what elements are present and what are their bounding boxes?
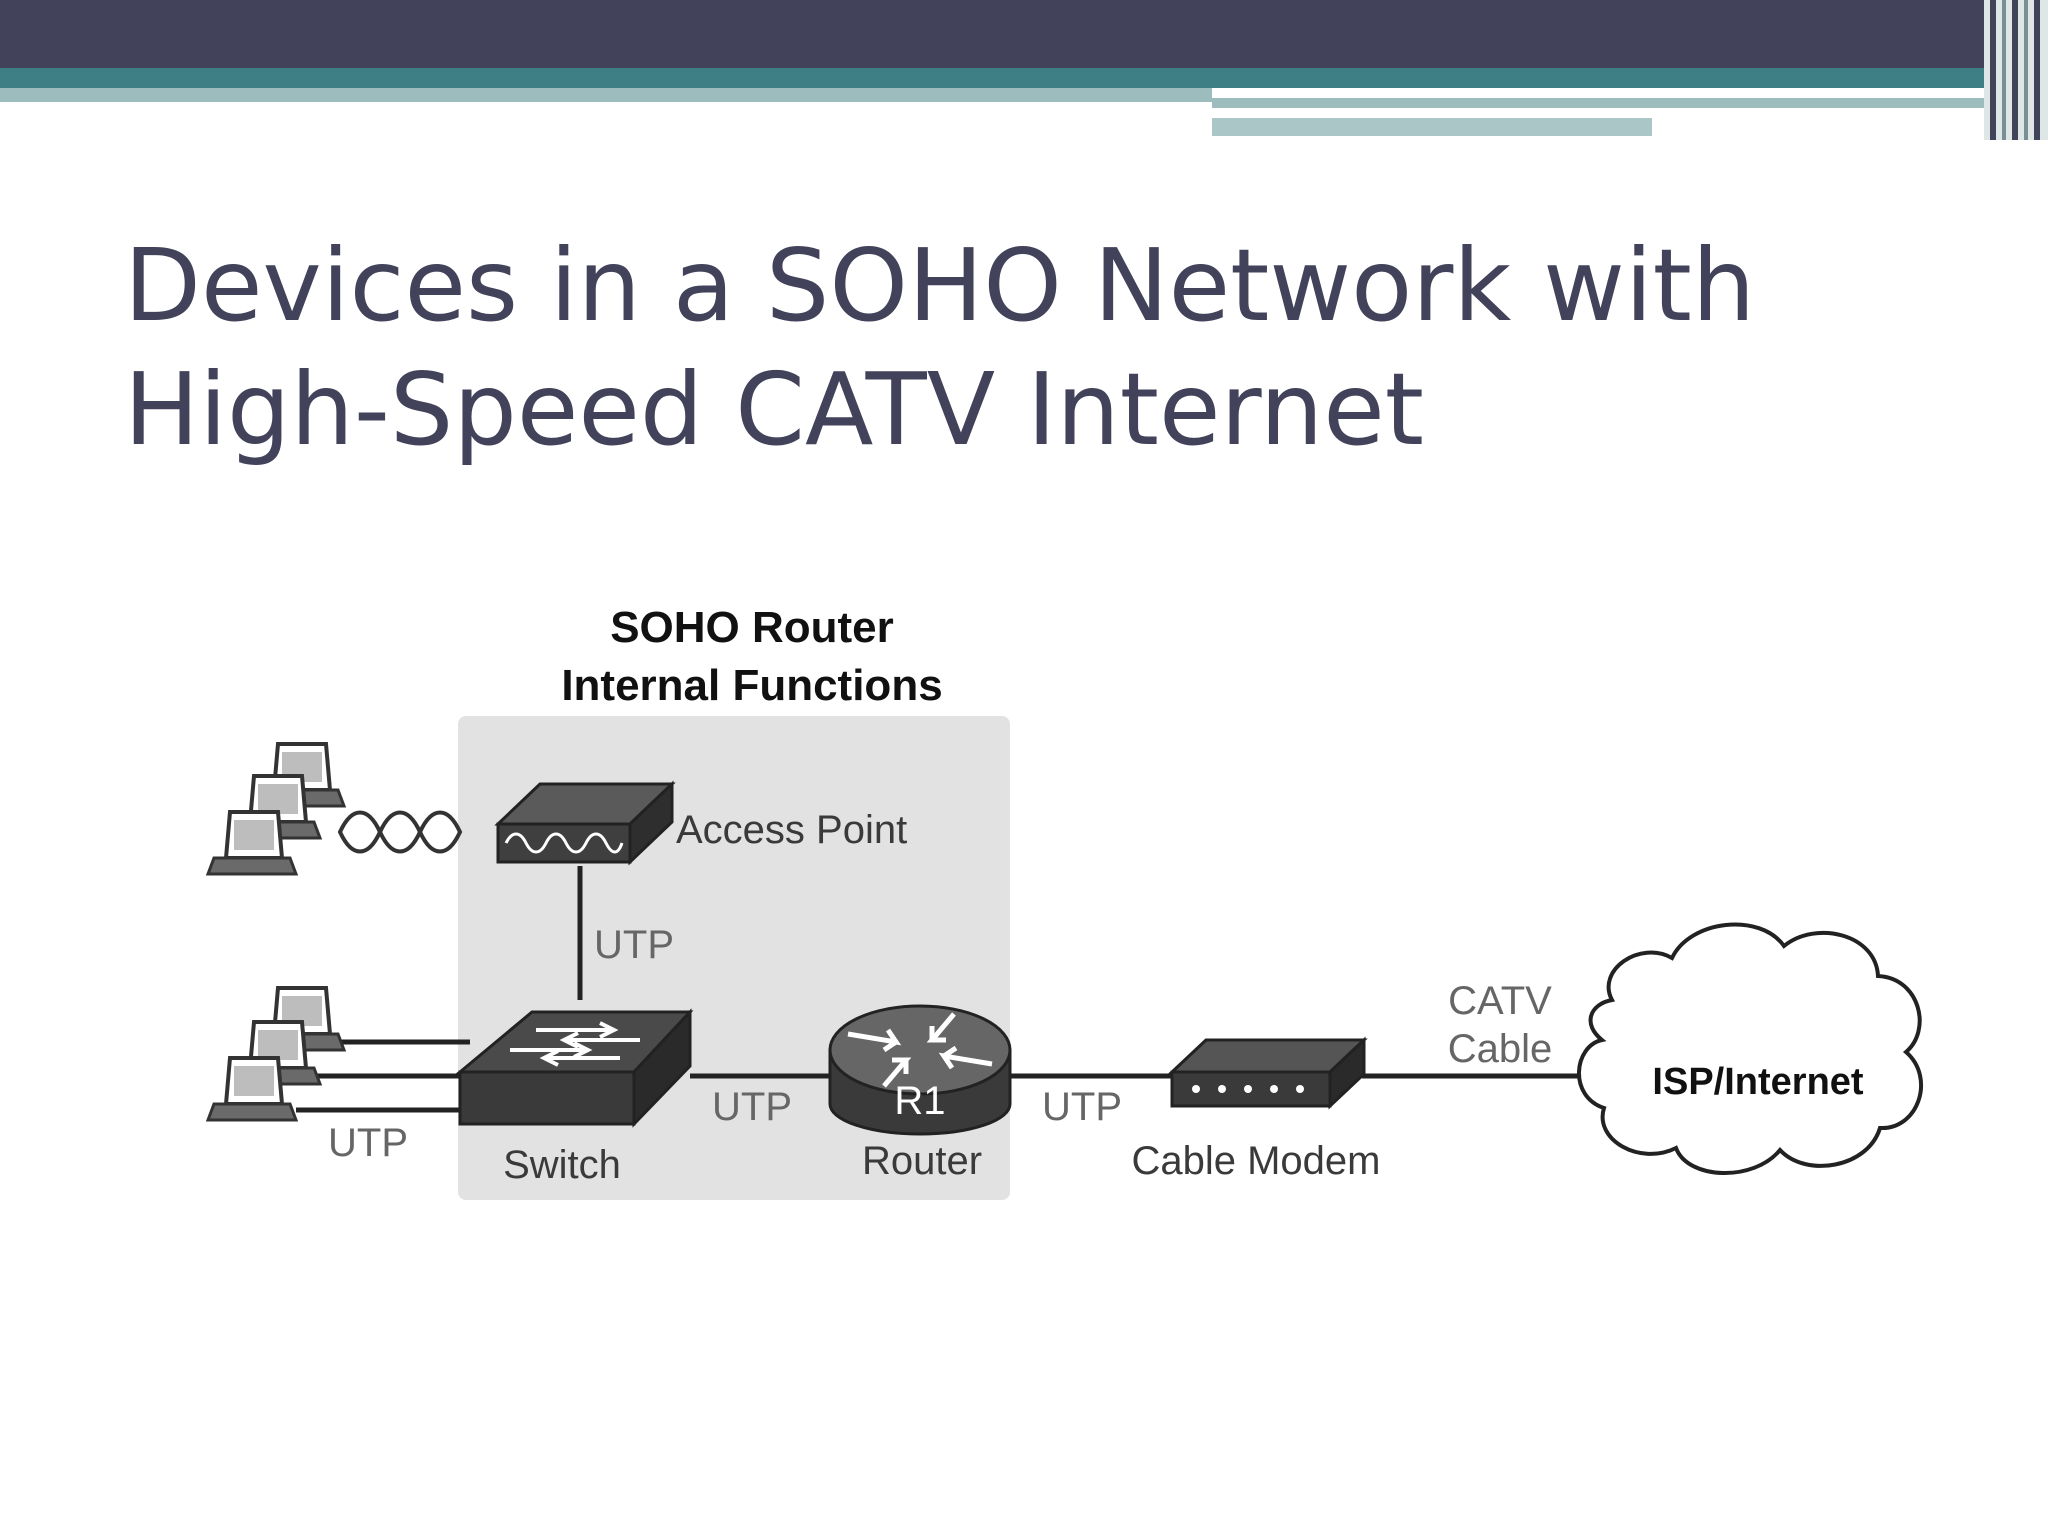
- header-band-dark: [0, 0, 2048, 68]
- router-icon: [828, 1004, 1012, 1136]
- access-point-label: Access Point: [676, 808, 907, 852]
- access-point-icon: [494, 780, 676, 866]
- cable-modem-icon: [1168, 1036, 1368, 1110]
- router-label: Router: [862, 1139, 982, 1183]
- slide-title: Devices in a SOHO Network with High-Spee…: [124, 227, 1756, 468]
- cable-modem-label: Cable Modem: [1131, 1139, 1380, 1183]
- header-stripes: [1984, 0, 2048, 140]
- header-band-light-right: [1212, 98, 2048, 108]
- cable-label: Cable: [1448, 1027, 1553, 1071]
- switch-label: Switch: [503, 1143, 621, 1187]
- group-title-line1: SOHO Router: [610, 603, 894, 652]
- header-rule: [1212, 110, 1898, 116]
- switch-icon: [455, 1008, 694, 1128]
- utp-ap-switch-label: UTP: [594, 923, 674, 967]
- group-title-line2: Internal Functions: [561, 661, 942, 710]
- catv-label: CATV: [1448, 979, 1552, 1023]
- cloud-label: ISP/Internet: [1652, 1061, 1863, 1103]
- utp-router-modem-label: UTP: [1042, 1085, 1122, 1129]
- header-band-light: [0, 88, 1212, 102]
- header-band-teal: [0, 68, 2048, 88]
- router-id-label: R1: [894, 1079, 945, 1123]
- wireless-pcs-icon: [205, 742, 347, 876]
- wireless-signal-icon: [337, 810, 463, 854]
- header-band-lower: [1212, 118, 1652, 136]
- wired-pcs-icon: [205, 986, 347, 1122]
- utp-switch-router-label: UTP: [712, 1085, 792, 1129]
- isp-internet-cloud-icon: [1577, 922, 1924, 1175]
- utp-pcs-switch-label: UTP: [328, 1121, 408, 1165]
